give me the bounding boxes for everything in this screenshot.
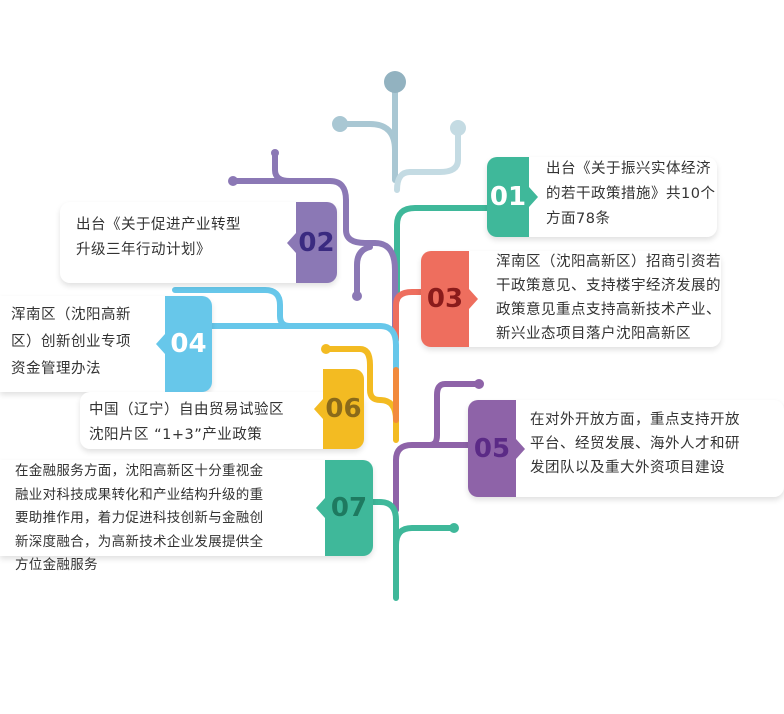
node-top [384,71,406,93]
node [450,120,466,136]
branch-top-right [394,125,461,193]
badge-number: 06 [325,394,362,424]
text-05: 在对外开放方面，重点支持开放平台、经贸发展、海外人才和研发团队以及重大外资项目建… [530,412,740,476]
branch-04b [172,287,293,329]
text-02: 出台《关于促进产业转型升级三年行动计划》 [76,217,241,258]
badge-03: 03 [421,251,478,347]
text-03: 浑南区（沈阳高新区）招商引资若干政策意见、支持楼宇经济发展的政策意见重点支持高新… [496,254,721,342]
branch-02b [272,150,293,184]
text-01: 出台《关于振兴实体经济的若干政策措施》共10个方面78条 [546,161,716,227]
branch-02c [354,244,373,299]
branch-07b [393,525,457,548]
branch-04 [209,323,399,373]
text-07: 在金融服务方面，沈阳高新区十分重视金融业对科技成果转化和产业结构升级的重要助推作… [15,463,264,573]
badge-05: 05 [468,400,525,497]
branch-03 [393,289,424,343]
badge-01: 01 [487,157,538,237]
branch-02 [230,178,398,333]
branch-07 [370,499,399,601]
badge-06: 06 [314,369,364,449]
branch-05b [427,381,482,448]
branch-top-left [337,121,398,153]
branch-06 [323,346,399,443]
node [228,176,238,186]
node [449,523,459,533]
badge-number: 05 [473,433,511,464]
badge-07: 07 [316,460,373,556]
node [321,344,331,354]
badge-number: 03 [426,284,464,314]
badge-number: 01 [489,182,527,212]
card-07 [0,460,373,556]
badge-number: 02 [298,227,335,258]
badge-number: 07 [330,493,368,523]
badge-02: 02 [287,202,337,283]
text-04: 浑南区（沈阳高新区）创新创业专项资金管理办法 [11,307,131,377]
node [352,291,362,301]
node [271,149,279,157]
text-06: 中国（辽宁）自由贸易试验区沈阳片区 “1+3”产业政策 [89,402,284,443]
badge-number: 04 [170,329,207,359]
node [332,116,348,132]
badge-04: 04 [156,296,212,392]
node [474,379,484,389]
branch-01 [394,205,490,303]
branch-05 [393,442,471,513]
